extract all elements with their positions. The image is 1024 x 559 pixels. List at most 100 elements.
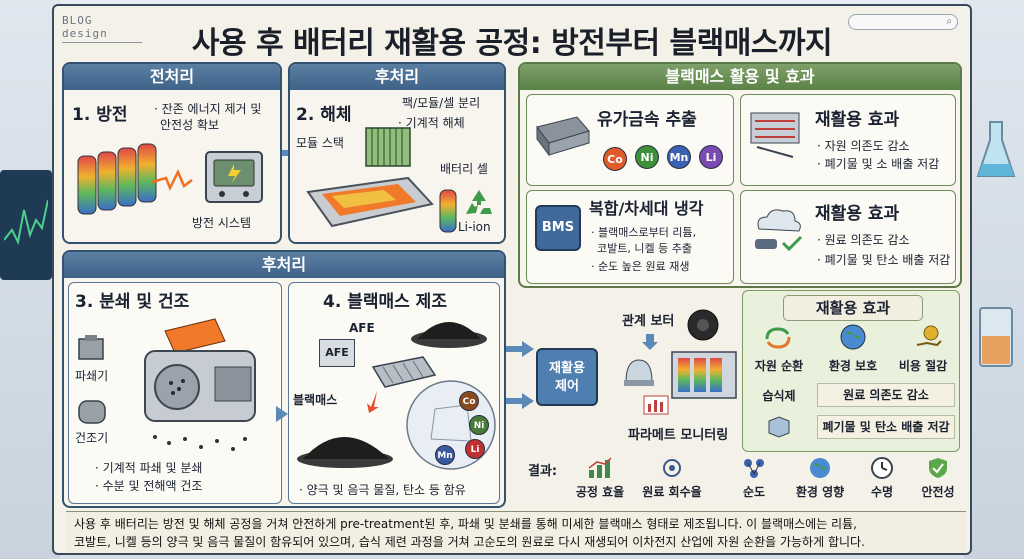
discharge-system-icon: [205, 151, 263, 203]
result-label-environment: 환경 영향: [795, 485, 845, 499]
blog-logo: BLOG design: [62, 14, 142, 43]
result-item-efficiency: 공정 효율: [560, 456, 640, 500]
step-blackmass-title: 4. 블랙매스 제조: [323, 292, 447, 312]
extraction-device-icon: [536, 116, 590, 157]
control-chip-label-1: 재활용: [549, 361, 585, 376]
dismantle-bullet-2: · 기계적 해체: [398, 116, 465, 130]
logo-line-2: design: [62, 27, 108, 40]
blackmass-label: 블랙매스: [293, 393, 338, 407]
background-beaker-icon: [979, 307, 1013, 367]
effect2-bullet-1: · 원료 의존도 감소: [817, 233, 910, 247]
result-label-recovery: 원료 회수율: [642, 485, 702, 499]
posttreatment-top-heading: 후처리: [290, 64, 504, 90]
crush-bullet-2: · 수분 및 전해액 건조: [95, 479, 203, 493]
background-monitor: [0, 170, 52, 280]
globe-icon: [840, 324, 866, 350]
background-flask-icon: [976, 121, 1016, 177]
filter-roll-icon: [687, 309, 719, 341]
effect2-box: 재활용 효과 · 원료 의존도 감소 · 폐기물 및 탄소 배출 저감: [740, 190, 956, 284]
battery-cells-icon: [77, 143, 193, 215]
step-crush-title: 3. 분쇄 및 건조: [75, 292, 190, 312]
flow-arrow-to-control-top-head: [522, 341, 534, 357]
cooling-title: 복합/차세대 냉각: [589, 199, 704, 218]
crusher-icon: [78, 335, 104, 360]
result-label-purity: 순도: [742, 485, 766, 499]
recycling-control-chip: 재활용 제어: [536, 348, 598, 406]
bms-chip: BMS: [535, 205, 581, 251]
page-title: 사용 후 배터리 재활용 공정: 방전부터 블랙매스까지: [191, 26, 833, 61]
discharge-bullet-cont: 안전성 확보: [160, 118, 220, 132]
afe-box: AFE: [319, 339, 355, 367]
effect-cell-circulation: 자원 순환: [754, 359, 804, 373]
control-chip-label-2: 제어: [555, 379, 579, 394]
battery-pack-tray-icon: [306, 176, 434, 228]
crushing-machine-icon: [144, 318, 256, 451]
result-label-lifespan: 수명: [870, 485, 894, 499]
metal-li-circle: Li: [699, 145, 723, 169]
effect-grid-panel: 재활용 효과 자원 순환 환경 보호 비용 절감 습식제 원료 의존도 감소 폐…: [742, 290, 960, 452]
effect2-title: 재활용 효과: [815, 204, 900, 224]
blackmass-pile-icon: [297, 437, 393, 468]
down-arrow-icon: [642, 334, 658, 350]
effect2-bullet-2: · 폐기물 및 탄소 배출 저감: [817, 253, 951, 267]
flow-arrow-to-control-top: [506, 346, 524, 352]
molecule-icon: [744, 459, 764, 478]
cooling-bullet-3: · 순도 높은 원료 재생: [591, 260, 690, 273]
liion-label: Li-ion: [458, 220, 491, 234]
single-cell-icon: [439, 189, 457, 233]
flow-arrow-to-control-bottom-head: [522, 393, 534, 409]
afe-box-label: AFE: [325, 346, 349, 359]
footer-description: 사용 후 배터리는 방전 및 해체 공정을 거쳐 안전하게 pre-treatm…: [66, 511, 966, 553]
blackmass-bullet: · 양극 및 음극 물질, 탄소 등 함유: [299, 483, 466, 497]
sensor-dome-icon: [624, 359, 654, 386]
result-item-purity: 순도: [714, 456, 794, 500]
extraction-box: 유가금속 추출 Co Ni Mn Li: [526, 94, 734, 186]
blackmass-subpanel: 4. 블랙매스 제조 AFE AFE 블랙매스 Co Ni Li Mn · 양극…: [288, 282, 500, 504]
effect1-bullet-1: · 자원 의존도 감소: [817, 139, 910, 153]
cooling-bullet-2: 코발트, 니켈 등 추출: [597, 242, 692, 255]
bar-chart-icon: [588, 457, 612, 478]
metal-co-circle: Co: [603, 147, 627, 171]
metal-li-bubble: Li: [465, 439, 485, 459]
cooling-bullet-1: · 블랙매스로부터 리튬,: [591, 226, 697, 239]
results-label: 결과:: [528, 464, 558, 479]
recycle-icon: [466, 190, 492, 214]
result-label-safety: 안전성: [921, 485, 955, 499]
clock-icon: [871, 457, 893, 479]
effect-row2-right: 원료 의존도 감소: [817, 383, 955, 407]
flow-arrow-to-control-bottom: [506, 398, 524, 404]
pipe-system-icon: [750, 112, 800, 158]
metal-ni-bubble: Ni: [469, 415, 489, 435]
search-icon: ⌕: [946, 16, 952, 27]
coin-hand-icon: [916, 325, 942, 347]
posttreatment-bottom-heading: 후처리: [64, 252, 504, 278]
discharge-bullet: · 잔존 에너지 제거 및: [154, 102, 262, 116]
crush-dry-subpanel: 3. 분쇄 및 건조 파쇄기 건조기 · 기계적 파쇄 및 분쇄 · 수분 및 …: [68, 282, 282, 504]
result-item-lifespan: 수명: [842, 456, 922, 500]
battery-rack-icon: [671, 351, 737, 399]
result-item-safety: 안전성: [898, 456, 978, 500]
discharge-system-label: 방전 시스템: [192, 216, 252, 230]
metal-co-bubble: Co: [459, 391, 479, 411]
effect-row2-left: 습식제: [762, 389, 796, 403]
metal-ni-circle: Ni: [635, 145, 659, 169]
step-dismantle-title: 2. 해체: [296, 105, 352, 125]
extraction-title: 유가금속 추출: [597, 110, 697, 130]
crush-bullet-1: · 기계적 파쇄 및 분쇄: [95, 461, 203, 475]
footer-line-1: 사용 후 배터리는 방전 및 해체 공정을 거쳐 안전하게 pre-treatm…: [74, 517, 857, 531]
dismantle-panel: 후처리 2. 해체 팩/모듈/셀 분리 · 기계적 해체 모듈 스택 배터리 셀…: [288, 62, 506, 244]
search-pill: ⌕: [848, 14, 958, 30]
pretreatment-panel: 전처리 1. 방전 · 잔존 에너지 제거 및 안전성 확보 방전 시스템: [62, 62, 282, 244]
flow-arrow-crush-to-blackmass: [276, 406, 288, 422]
result-item-environment: 환경 영향: [780, 456, 860, 500]
result-label-efficiency: 공정 효율: [575, 485, 625, 499]
effect-cell-environment: 환경 보호: [828, 359, 878, 373]
logo-line-1: BLOG: [62, 14, 93, 27]
afe-top-label: AFE: [349, 321, 375, 335]
arrow-to-pile-icon: [367, 391, 379, 413]
cloud-car-icon: [755, 209, 803, 252]
module-stack-icon: [365, 127, 411, 167]
dryer-icon: [78, 400, 106, 424]
shield-check-icon: [929, 458, 947, 478]
effect1-bullet-2: · 폐기물 및 소 배출 저감: [817, 157, 940, 171]
